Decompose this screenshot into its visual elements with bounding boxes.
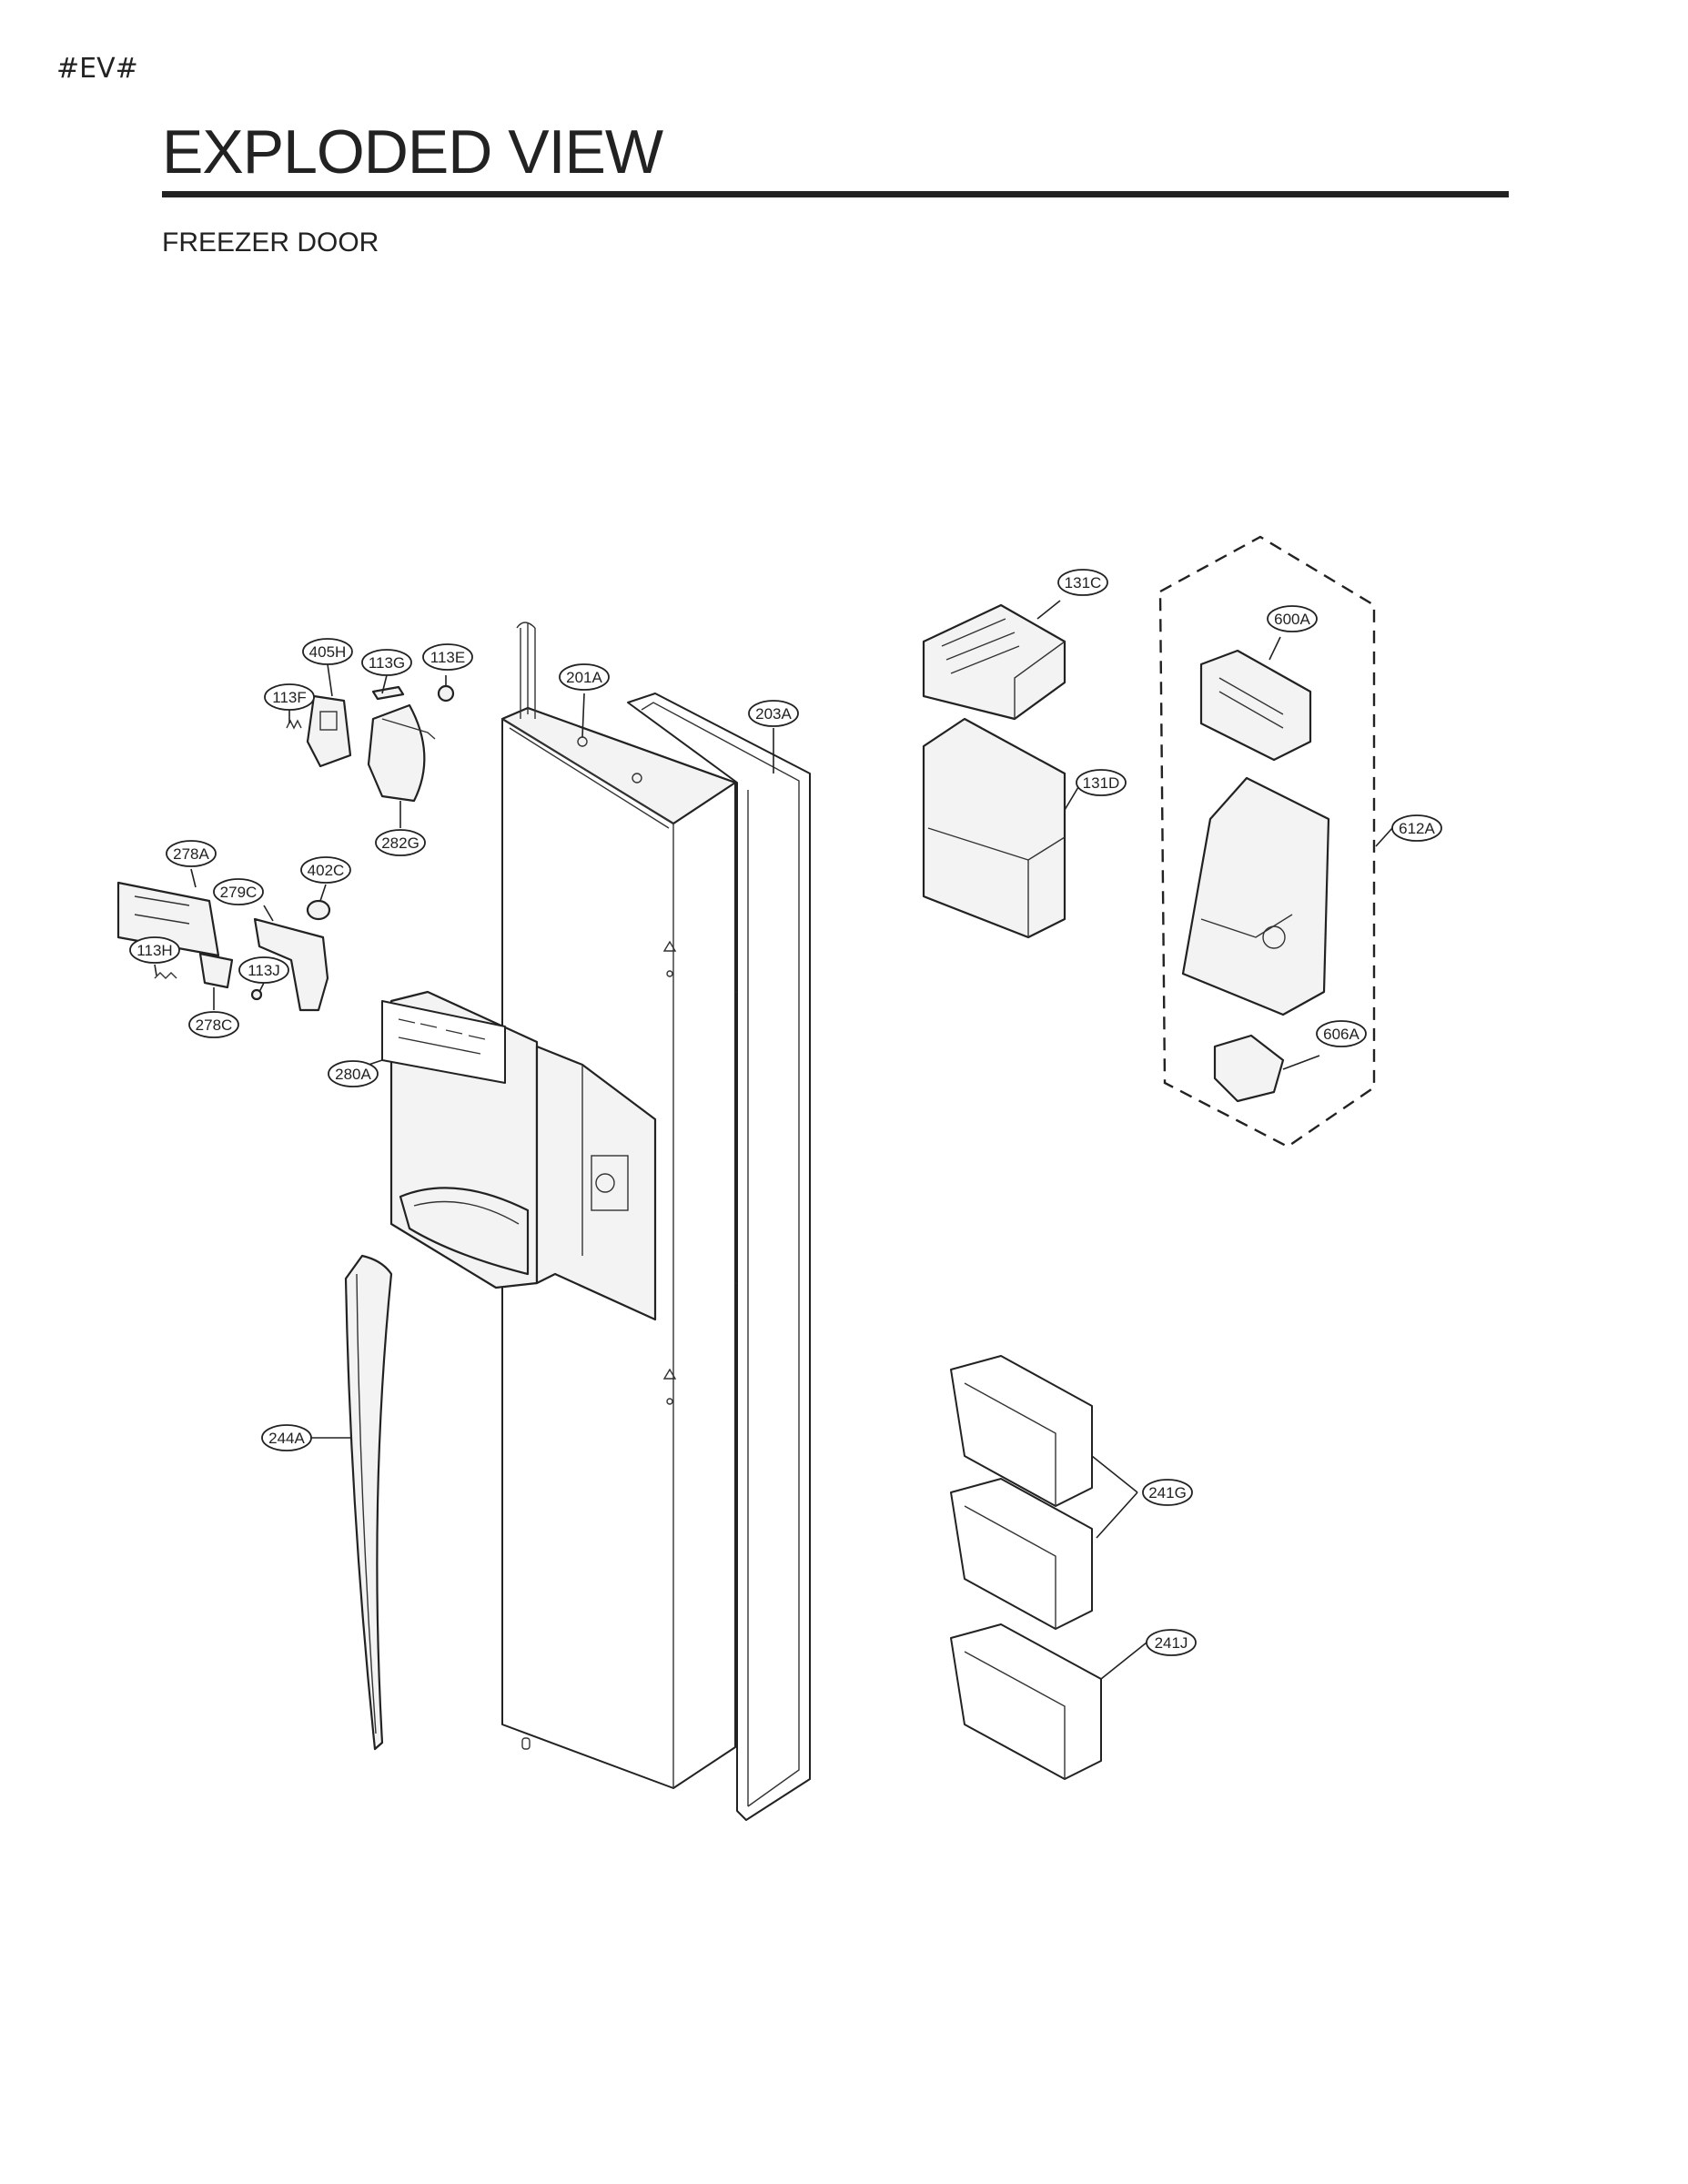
callout-label-241G: 241G (1148, 1484, 1187, 1502)
callout-201A: 201A (559, 663, 610, 691)
spring-113H-part (154, 972, 177, 979)
callout-113F: 113F (264, 683, 315, 711)
leader-lines (154, 600, 1393, 1680)
ice-bin-cover-131C-part (922, 603, 1066, 721)
door-gasket-part (627, 693, 811, 1821)
page-tag: #EV# (56, 53, 138, 85)
switch-405H-part (306, 694, 352, 768)
callout-612A: 612A (1391, 814, 1442, 842)
motor-606A-part (1213, 1034, 1285, 1103)
door-bin-241J-part (950, 1623, 1102, 1780)
callout-113G: 113G (361, 649, 412, 676)
callout-label-113J: 113J (248, 962, 280, 979)
clip-113G-part (371, 685, 405, 701)
callout-131D: 131D (1076, 769, 1127, 796)
bracket-279C-part (253, 917, 329, 1012)
dispenser-assembly-part (381, 990, 657, 1321)
callout-label-203A: 203A (755, 705, 792, 723)
callout-606A: 606A (1316, 1020, 1367, 1047)
ice-maker-housing-612A-part (1181, 776, 1330, 1016)
callout-label-278C: 278C (196, 1016, 233, 1034)
callout-113E: 113E (422, 643, 473, 671)
callout-405H: 405H (302, 638, 353, 665)
pin-113J-part (250, 988, 263, 1001)
callout-203A: 203A (748, 700, 799, 727)
section-subtitle: FREEZER DOOR (162, 228, 379, 258)
callout-label-282G: 282G (381, 834, 419, 852)
callout-label-241J: 241J (1155, 1634, 1188, 1652)
callout-label-131C: 131C (1065, 574, 1102, 592)
callout-label-600A: 600A (1274, 611, 1310, 628)
callout-label-280A: 280A (335, 1066, 371, 1083)
screw-113E-part (437, 684, 455, 703)
callout-241G: 241G (1142, 1479, 1193, 1506)
callout-244A: 244A (261, 1424, 312, 1451)
callout-label-612A: 612A (1399, 820, 1435, 837)
callout-label-244A: 244A (268, 1430, 305, 1447)
ice-maker-600A-part (1199, 649, 1312, 762)
actuator-278C-part (198, 952, 234, 989)
callout-241J: 241J (1146, 1629, 1197, 1656)
callout-278C: 278C (188, 1011, 239, 1038)
callout-label-278A: 278A (173, 845, 209, 863)
callout-600A: 600A (1267, 605, 1318, 632)
callout-280A: 280A (328, 1060, 379, 1087)
solenoid-402C-part (306, 899, 331, 921)
callout-label-606A: 606A (1323, 1026, 1359, 1043)
callout-402C: 402C (300, 856, 351, 884)
board-278A-part (116, 881, 220, 957)
callout-279C: 279C (213, 878, 264, 905)
callout-113J: 113J (238, 956, 289, 984)
callout-131C: 131C (1057, 569, 1108, 596)
callout-label-113E: 113E (430, 649, 465, 666)
door-handle-part (344, 1254, 393, 1751)
callout-278A: 278A (166, 840, 217, 867)
page-title: EXPLODED VIEW (162, 117, 663, 187)
cover-282G-part (367, 703, 436, 803)
callout-label-113H: 113H (136, 942, 172, 959)
callout-label-113F: 113F (272, 689, 307, 706)
callout-label-279C: 279C (220, 884, 258, 901)
callout-113H: 113H (129, 936, 180, 964)
title-divider (162, 191, 1509, 197)
callout-label-201A: 201A (566, 669, 602, 686)
callout-label-113G: 113G (369, 654, 405, 672)
callout-label-131D: 131D (1083, 774, 1120, 792)
callout-label-405H: 405H (309, 643, 347, 661)
ice-maker-group (1158, 535, 1376, 1148)
door-bin-241G-upper-part (950, 1355, 1093, 1507)
door-bin-241G-lower-part (950, 1478, 1093, 1630)
callout-282G: 282G (375, 829, 426, 856)
ice-bin-131D-part (922, 717, 1066, 939)
callout-label-402C: 402C (308, 862, 345, 879)
